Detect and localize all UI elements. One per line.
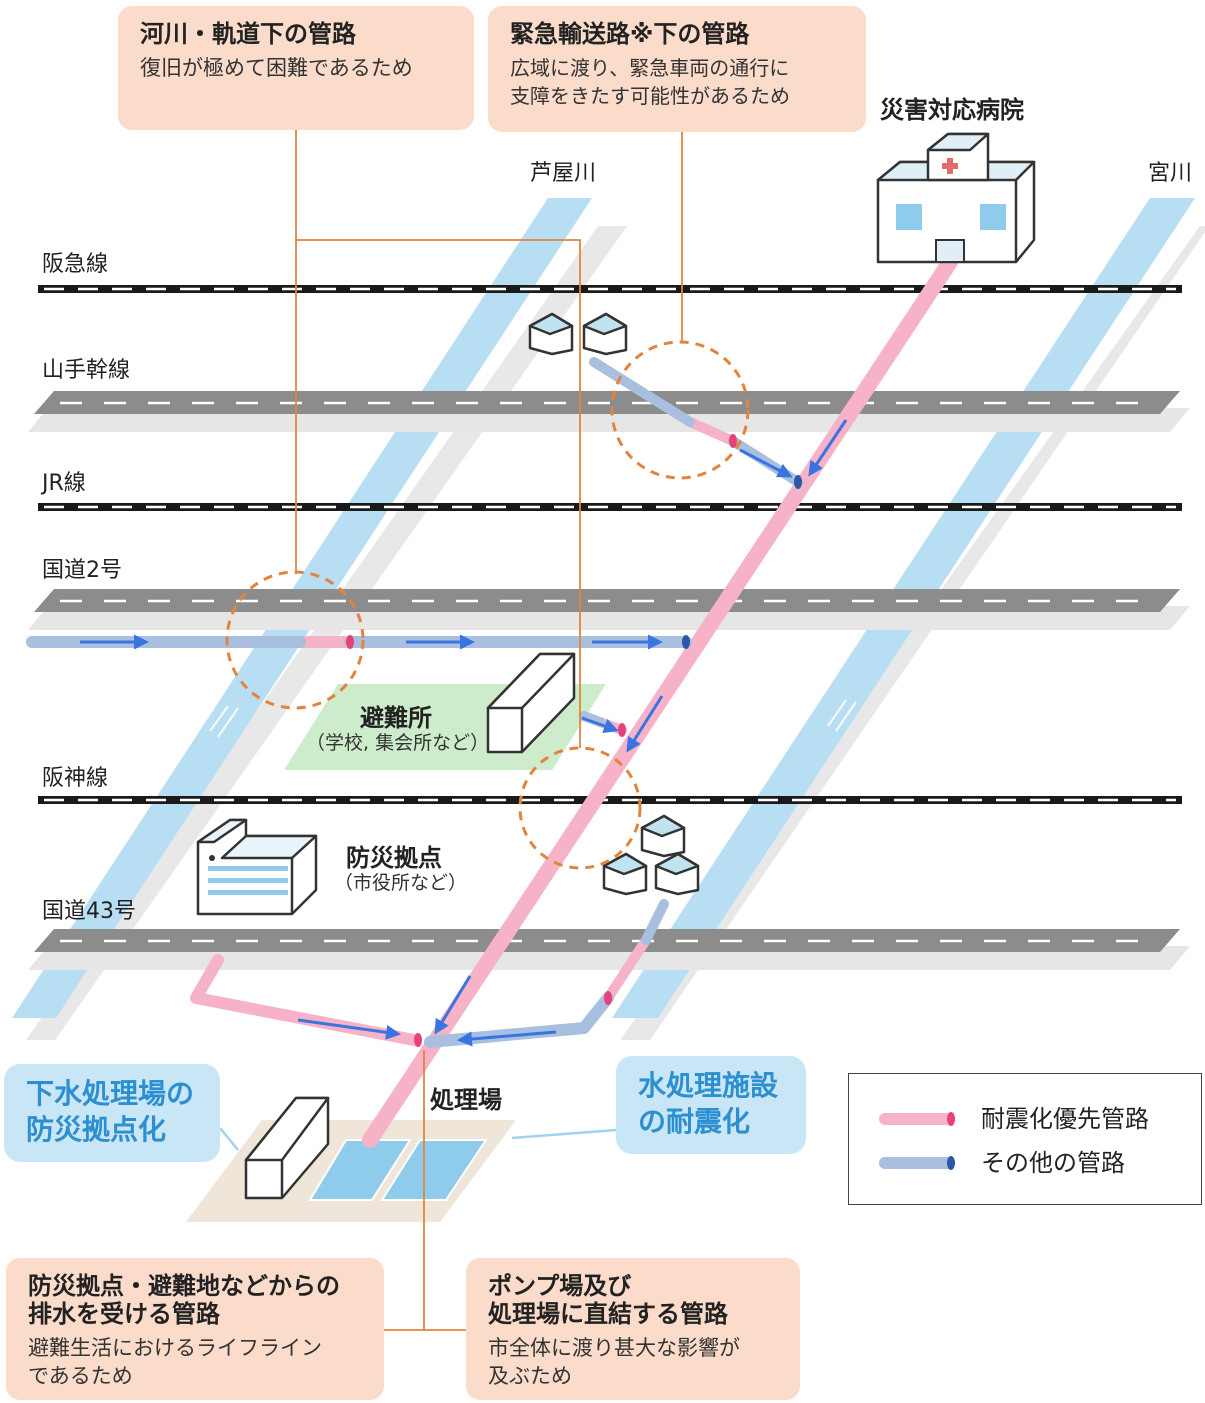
label-hankyu-line: 阪急線 bbox=[42, 252, 109, 277]
legend: 耐震化優先管路 その他の管路 bbox=[848, 1073, 1202, 1205]
treatment-tank-1 bbox=[308, 1139, 412, 1201]
label-route2: 国道2号 bbox=[42, 558, 122, 583]
label-jr-line: JR線 bbox=[42, 471, 86, 496]
legend-label-priority: 耐震化優先管路 bbox=[981, 1105, 1149, 1133]
legend-swatch-priority bbox=[879, 1112, 955, 1126]
hospital-building bbox=[876, 132, 1036, 264]
callout-emergency-route-desc: 広域に渡り、緊急車両の通行に 支障をきたす可能性があるため bbox=[510, 56, 790, 108]
callout-emergency-route-title: 緊急輸送路※下の管路 bbox=[510, 20, 750, 48]
callout-disaster-base-title: 防災拠点・避難地などからの 排水を受ける管路 bbox=[28, 1272, 340, 1328]
house bbox=[640, 814, 686, 858]
flow-arrows bbox=[80, 419, 848, 1047]
callout-pump-station-desc: 市全体に渡り甚大な影響が 及ぶため bbox=[488, 1336, 740, 1388]
label-hospital: 災害対応病院 bbox=[880, 96, 1024, 124]
shelter-building bbox=[486, 652, 576, 754]
callout-disaster-base: 防災拠点・避難地などからの 排水を受ける管路 避難生活におけるライフライン であ… bbox=[6, 1258, 384, 1400]
label-shelter: 避難所 bbox=[360, 704, 432, 732]
label-ashiya-river: 芦屋川 bbox=[530, 161, 597, 186]
legend-label-other: その他の管路 bbox=[981, 1149, 1125, 1177]
label-miya-river: 宮川 bbox=[1148, 161, 1193, 186]
label-route43: 国道43号 bbox=[42, 899, 136, 924]
highlight-circle-emergency bbox=[610, 340, 750, 480]
house bbox=[582, 312, 628, 356]
callout-river-track-title: 河川・軌道下の管路 bbox=[140, 20, 356, 48]
highlight-circle-rail bbox=[518, 746, 642, 870]
house bbox=[654, 852, 700, 896]
label-disaster-base-sub: （市役所など） bbox=[334, 872, 468, 894]
box-facility-seismic: 水処理施設 の耐震化 bbox=[616, 1056, 806, 1154]
callout-pump-station: ポンプ場及び 処理場に直結する管路 市全体に渡り甚大な影響が 及ぶため bbox=[466, 1258, 800, 1400]
treatment-tank-2 bbox=[380, 1139, 488, 1201]
box-treatment-base: 下水処理場の 防災拠点化 bbox=[4, 1064, 220, 1162]
pipe-end-dots bbox=[346, 434, 802, 1047]
plant-building bbox=[244, 1096, 330, 1200]
label-shelter-sub: （学校, 集会所など） bbox=[306, 732, 490, 754]
callout-disaster-base-desc: 避難生活におけるライフライン であるため bbox=[28, 1336, 322, 1388]
callout-river-track-desc: 復旧が極めて困難であるため bbox=[140, 56, 413, 80]
house bbox=[602, 852, 648, 896]
road-yamate bbox=[28, 391, 1190, 432]
callout-river-track: 河川・軌道下の管路 復旧が極めて困難であるため bbox=[118, 6, 474, 130]
river-ripples bbox=[209, 699, 857, 738]
label-yamate-line: 山手幹線 bbox=[42, 358, 131, 383]
highlight-circle-river bbox=[225, 570, 365, 710]
houses bbox=[528, 312, 700, 896]
callout-emergency-route: 緊急輸送路※下の管路 広域に渡り、緊急車両の通行に 支障をきたす可能性があるため bbox=[488, 6, 866, 132]
leader-lines bbox=[295, 130, 683, 1331]
connector-lines bbox=[219, 1127, 617, 1151]
road-route43 bbox=[28, 929, 1190, 970]
house bbox=[528, 312, 574, 356]
legend-swatch-other bbox=[879, 1156, 955, 1170]
label-hanshin-line: 阪神線 bbox=[42, 766, 109, 791]
road-route2 bbox=[28, 589, 1190, 630]
highlight-circles bbox=[225, 340, 750, 870]
label-treatment-plant: 処理場 bbox=[430, 1086, 502, 1114]
label-disaster-base: 防災拠点 bbox=[346, 844, 442, 872]
callout-pump-station-title: ポンプ場及び 処理場に直結する管路 bbox=[488, 1272, 728, 1328]
disaster-base-building bbox=[196, 818, 318, 916]
